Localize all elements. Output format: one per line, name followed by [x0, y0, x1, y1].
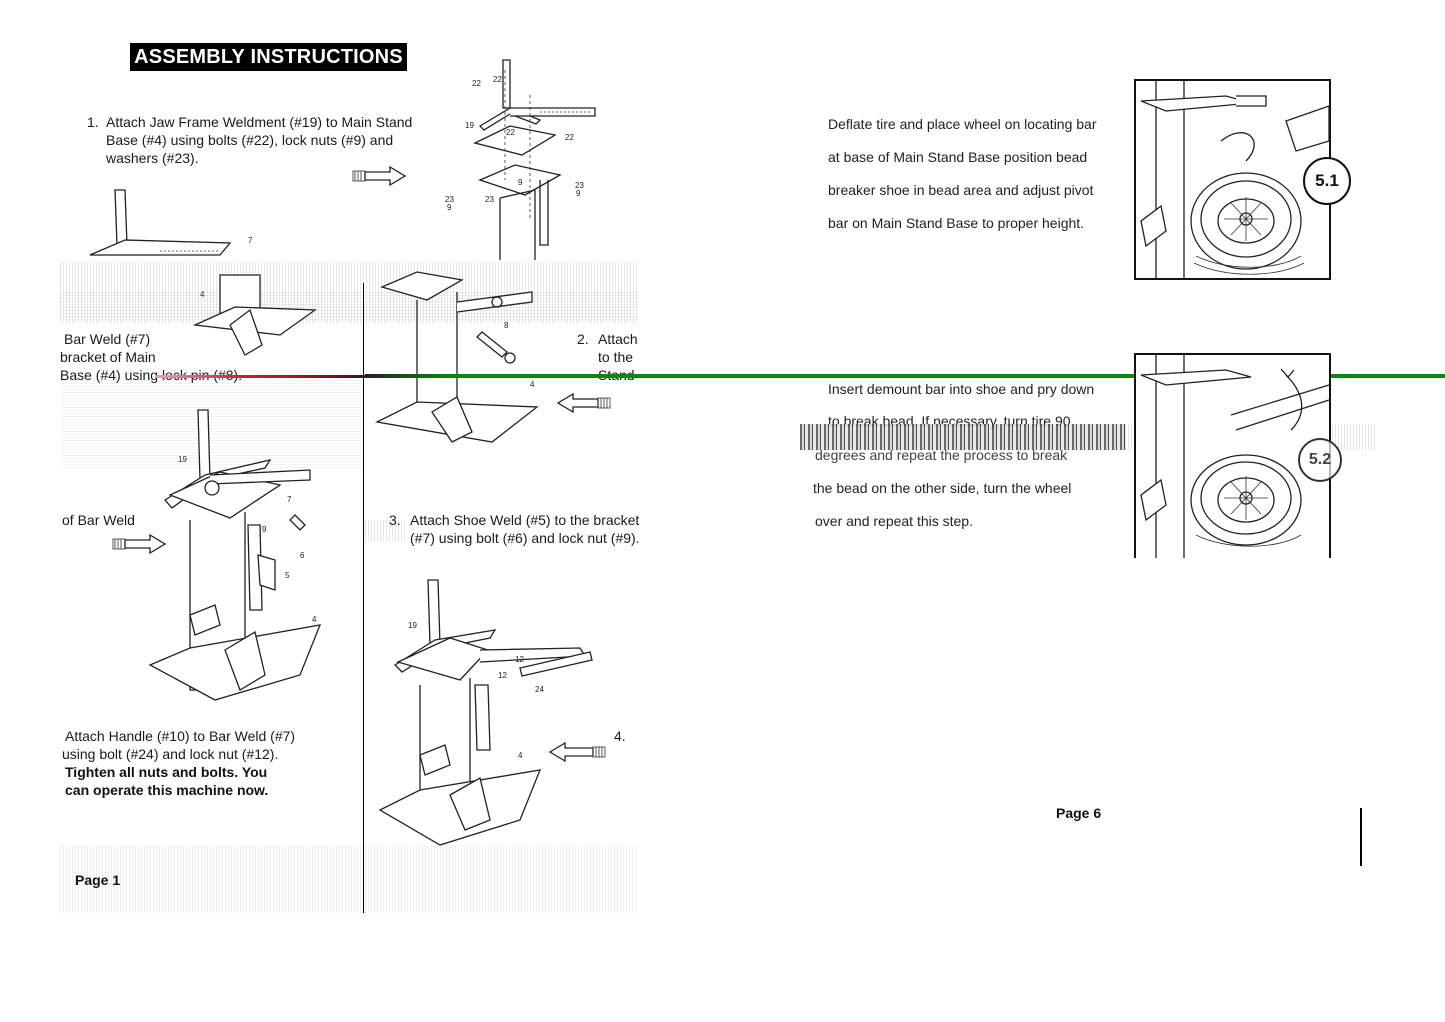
page-number-left: Page 1	[75, 872, 121, 888]
part-label-22d: 22	[506, 128, 515, 137]
part-label-9: 9	[447, 203, 452, 212]
red-scan-line	[155, 375, 365, 378]
scan-artifact-band	[60, 262, 638, 324]
step-3-line-2: (#7) using bolt (#6) and lock nut (#9).	[410, 530, 640, 546]
step-52-line-3: degrees and repeat the process to break	[815, 447, 1068, 463]
scan-artifact-band-2	[60, 290, 638, 320]
step-1-line-2: Base (#4) using bolts (#22), lock nuts (…	[106, 132, 394, 148]
part-label-12: 12	[515, 655, 524, 664]
step-51-line-4: bar on Main Stand Base to proper height.	[828, 215, 1085, 231]
part-label-5: 5	[285, 571, 290, 580]
step-2-left-line-1: Bar Weld (#7)	[64, 331, 151, 347]
right-edge-mark	[1360, 808, 1362, 866]
arrow-left-icon	[556, 392, 611, 414]
step-badge-5-1: 5.1	[1303, 157, 1351, 205]
part-label-19c: 19	[408, 621, 417, 630]
part-label-4: 4	[200, 290, 205, 299]
step-51-line-1: Deflate tire and place wheel on locating…	[828, 116, 1097, 132]
page-title: ASSEMBLY INSTRUCTIONS	[130, 43, 407, 71]
arrow-left-icon-2	[548, 741, 606, 763]
step-4-bold-line-2: can operate this machine now.	[65, 782, 269, 798]
part-label-4c: 4	[312, 615, 317, 624]
bar-weld-right-diagram: 8 4	[374, 271, 539, 443]
bar-weld-left-diagram: 4	[192, 274, 317, 356]
step-1-number: 1.	[87, 114, 99, 130]
step-52-line-4: the bead on the other side, turn the whe…	[813, 480, 1072, 496]
step-51-line-2: at base of Main Stand Base position bead	[828, 149, 1088, 165]
figure-5-1	[1134, 79, 1331, 280]
part-label-9d: 9	[262, 525, 267, 534]
scan-artifact-bottom-left	[60, 845, 363, 913]
step-2-number: 2.	[577, 331, 589, 347]
step-4-line-1: Attach Handle (#10) to Bar Weld (#7)	[65, 728, 296, 744]
column-divider	[363, 283, 364, 913]
part-label-9b: 9	[518, 178, 523, 187]
step-1-line-1: Attach Jaw Frame Weldment (#19) to Main …	[106, 114, 413, 130]
part-label-8: 8	[504, 321, 509, 330]
page-number-right: Page 6	[1056, 805, 1102, 821]
step-2-left-line-2: bracket of Main	[60, 349, 156, 365]
scan-artifact-area-2	[365, 520, 405, 542]
scan-artifact-bottom-right	[365, 845, 638, 913]
main-stand-base-diagram: 7	[89, 189, 253, 256]
step-52-line-5: over and repeat this step.	[815, 513, 973, 529]
scan-artifact-band-right	[800, 424, 1125, 450]
part-label-12b: 12	[498, 671, 507, 680]
step-1-line-3: washers (#23).	[106, 150, 199, 166]
arrow-right-icon-2	[112, 533, 167, 555]
step-52-line-1: Insert demount bar into shoe and pry dow…	[828, 381, 1095, 397]
part-label-4d: 4	[518, 751, 523, 760]
step-3-line-1: Attach Shoe Weld (#5) to the bracket	[410, 512, 640, 528]
handle-diagram: 19 12 12 24 4	[378, 579, 593, 846]
part-label-6: 6	[300, 551, 305, 560]
step-51-line-3: breaker shoe in bead area and adjust piv…	[828, 182, 1094, 198]
part-label-7b: 7	[287, 495, 292, 504]
part-label-7: 7	[248, 236, 253, 245]
step-badge-5-2: 5.2	[1298, 438, 1342, 482]
scan-artifact-area-1	[60, 378, 363, 468]
shoe-weld-diagram: 19 7 9 6 5 4	[148, 409, 322, 701]
step-4-line-2: using bolt (#24) and lock nut (#12).	[62, 746, 279, 762]
part-label-9c: 9	[576, 189, 581, 198]
part-label-23b: 23	[485, 195, 494, 204]
part-label-19b: 19	[178, 455, 187, 464]
arrow-right-icon	[352, 165, 407, 187]
step-3-number: 3.	[389, 512, 401, 528]
green-scan-line	[365, 374, 1445, 378]
step-4-number: 4.	[614, 728, 626, 744]
part-label-23c: 23	[575, 181, 584, 190]
part-label-24: 24	[535, 685, 544, 694]
step-2-right-line-2: to the	[598, 349, 634, 365]
step-4-bold-line-1: Tighten all nuts and bolts. You	[65, 764, 268, 780]
step-52-line-2: to break bead. If necessary, turn tire 9…	[828, 413, 1071, 429]
step-2-right-line-1: Attach	[598, 331, 638, 347]
part-label-4b: 4	[530, 380, 535, 389]
part-label-19: 19	[465, 121, 474, 130]
step-2-left-line-3: Base (#4) using lock pin (#8).	[60, 367, 243, 383]
part-label-22: 22	[472, 79, 481, 88]
part-label-22c: 22	[565, 133, 574, 142]
part-label-22b: 22	[493, 75, 502, 84]
jaw-frame-exploded-diagram: 22 22 19 22 22 23 9 23 9 23 9	[445, 59, 596, 260]
step-3-left-line-1: of Bar Weld	[62, 512, 135, 528]
part-label-23: 23	[445, 195, 454, 204]
